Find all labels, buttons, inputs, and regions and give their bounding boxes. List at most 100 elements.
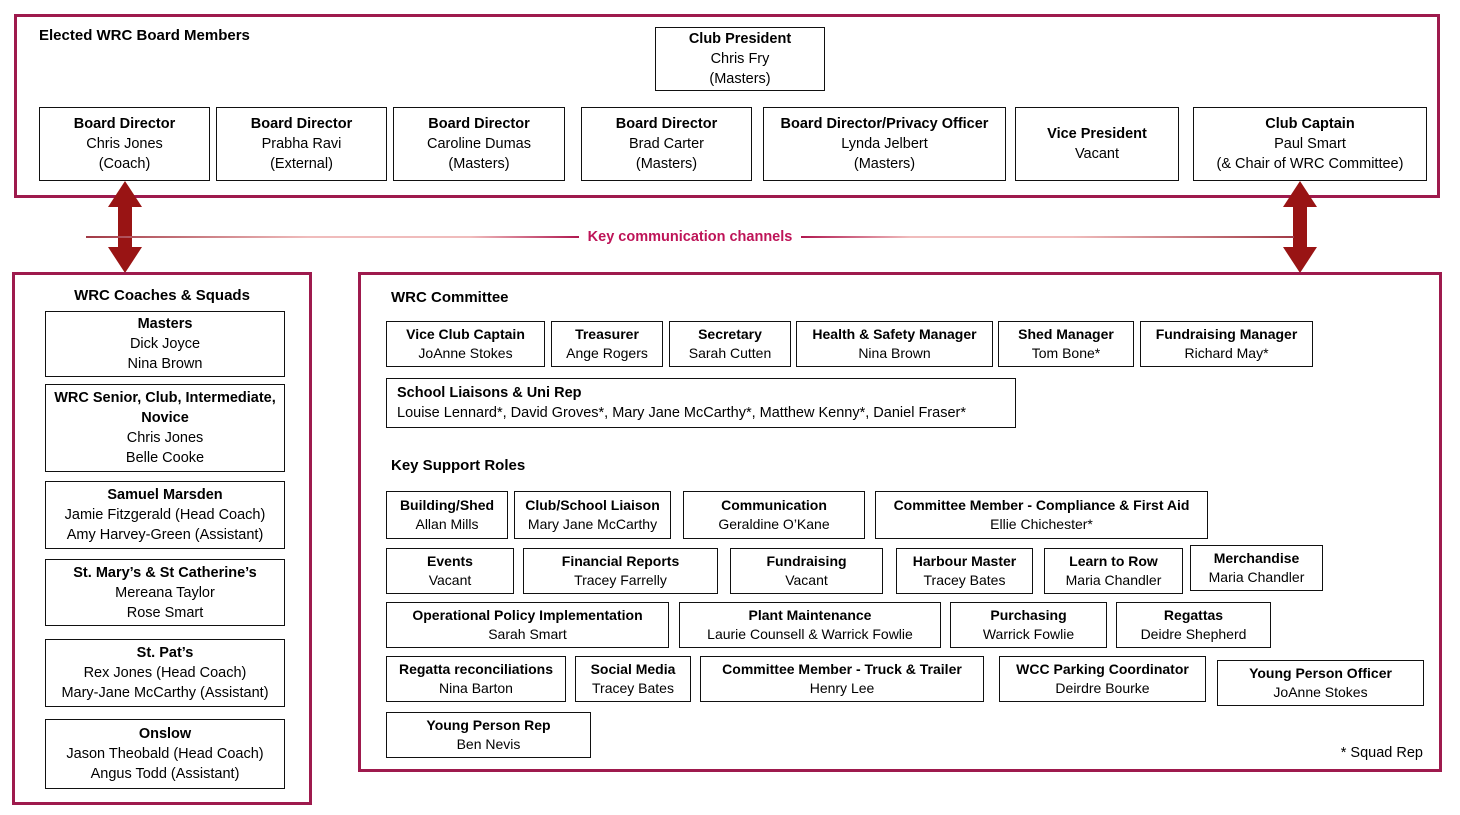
committee-section-title: WRC Committee: [391, 289, 509, 306]
role-title: WCC Parking Coordinator: [1016, 661, 1189, 677]
role-people: Nina Brown: [858, 345, 931, 361]
key-support-roles-title: Key Support Roles: [391, 457, 526, 474]
role-title: WRC Senior, Club, Intermediate, Novice: [54, 390, 276, 426]
role-people: Sarah Smart: [488, 626, 567, 642]
role-title: Treasurer: [575, 326, 639, 342]
role-people: Ben Nevis: [456, 736, 521, 752]
role-title: Plant Maintenance: [748, 607, 872, 623]
officer-vice-club-captain: Vice Club Captain JoAnne Stokes: [386, 321, 545, 367]
role-title: Fundraising: [766, 553, 847, 569]
support-operational-policy: Operational Policy Implementation Sarah …: [386, 602, 669, 648]
role-people: Ellie Chichester*: [990, 516, 1093, 532]
role-title: Club/School Liaison: [525, 497, 660, 513]
role-people: Brad Carter(Masters): [629, 136, 704, 172]
role-title: Fundraising Manager: [1155, 326, 1298, 342]
role-people: Warrick Fowlie: [982, 626, 1075, 642]
role-people: Maria Chandler: [1065, 572, 1162, 588]
role-title: Club Captain: [1265, 116, 1355, 132]
key-communication-channels: Key communication channels: [86, 228, 1295, 246]
support-truck-trailer: Committee Member - Truck & Trailer Henry…: [700, 656, 984, 702]
role-title: Vice President: [1047, 126, 1147, 142]
role-title: Club President: [688, 31, 792, 47]
role-people: Sarah Cutten: [688, 345, 772, 361]
role-people: Jason Theobald (Head Coach)Angus Todd (A…: [66, 746, 264, 782]
support-purchasing: Purchasing Warrick Fowlie: [950, 602, 1107, 648]
squad-st-pats: St. Pat’s Rex Jones (Head Coach)Mary-Jan…: [45, 639, 285, 707]
role-title: Regatta reconciliations: [398, 661, 554, 677]
squad-onslow: Onslow Jason Theobald (Head Coach)Angus …: [45, 719, 285, 789]
officer-fundraising-manager: Fundraising Manager Richard May*: [1140, 321, 1313, 367]
role-people: Chris Jones(Coach): [86, 136, 163, 172]
role-title: Vice Club Captain: [406, 326, 525, 342]
role-title: Merchandise: [1213, 550, 1300, 566]
squad-rep-footnote: * Squad Rep: [1340, 745, 1423, 761]
node-board-director-chris-jones: Board Director Chris Jones(Coach): [39, 107, 210, 181]
role-title: Committee Member - Truck & Trailer: [722, 661, 962, 677]
role-title: Health & Safety Manager: [812, 326, 977, 342]
communication-arrow-right-icon: [1283, 181, 1317, 273]
support-plant-maintenance: Plant Maintenance Laurie Counsell & Warr…: [679, 602, 941, 648]
support-merchandise: Merchandise Maria Chandler: [1190, 545, 1323, 591]
role-people: Vacant: [1074, 146, 1120, 162]
squad-st-marys-st-catherines: St. Mary’s & St Catherine’s Mereana Tayl…: [45, 559, 285, 626]
channel-line-left: [86, 236, 579, 238]
role-people: Henry Lee: [809, 680, 875, 696]
role-title: Communication: [721, 497, 827, 513]
committee-section: WRC Committee Vice Club Captain JoAnne S…: [358, 272, 1442, 772]
role-title: School Liaisons & Uni Rep: [397, 385, 582, 401]
school-liaisons-uni-rep: School Liaisons & Uni Rep Louise Lennard…: [386, 378, 1016, 428]
role-people: Ange Rogers: [566, 345, 648, 361]
support-compliance-first-aid: Committee Member - Compliance & First Ai…: [875, 491, 1208, 539]
support-regatta-reconciliations: Regatta reconciliations Nina Barton: [386, 656, 566, 702]
channel-label: Key communication channels: [587, 229, 793, 245]
coaches-section-title: WRC Coaches & Squads: [74, 287, 250, 304]
role-people: Chris Fry(Masters): [709, 51, 771, 87]
role-people: Tracey Bates: [592, 680, 674, 696]
support-young-person-officer: Young Person Officer JoAnne Stokes: [1217, 660, 1424, 706]
role-people: JoAnne Stokes: [418, 345, 513, 361]
officer-treasurer: Treasurer Ange Rogers: [551, 321, 663, 367]
board-section: Elected WRC Board Members Club President…: [14, 14, 1440, 198]
support-events: Events Vacant: [386, 548, 514, 594]
role-title: Regattas: [1163, 607, 1224, 623]
role-title: Learn to Row: [1069, 553, 1158, 569]
support-wcc-parking-coordinator: WCC Parking Coordinator Deirdre Bourke: [999, 656, 1206, 702]
role-people: Tracey Farrelly: [574, 572, 667, 588]
support-social-media: Social Media Tracey Bates: [575, 656, 691, 702]
role-people: Jamie Fitzgerald (Head Coach)Amy Harvey-…: [64, 507, 266, 543]
role-people: Deirdre Bourke: [1055, 680, 1150, 696]
role-people: Prabha Ravi(External): [261, 136, 342, 172]
role-people: Lynda Jelbert(Masters): [841, 136, 928, 172]
support-harbour-master: Harbour Master Tracey Bates: [896, 548, 1033, 594]
role-people: Tom Bone*: [1031, 345, 1101, 361]
role-title: Operational Policy Implementation: [412, 607, 643, 623]
role-title: Social Media: [590, 661, 676, 677]
role-title: Board Director: [250, 116, 353, 132]
node-board-director-caroline-dumas: Board Director Caroline Dumas(Masters): [393, 107, 565, 181]
squad-samuel-marsden: Samuel Marsden Jamie Fitzgerald (Head Co…: [45, 481, 285, 549]
role-people: JoAnne Stokes: [1273, 684, 1368, 700]
role-title: Harbour Master: [912, 553, 1017, 569]
role-people: Mary Jane McCarthy: [527, 516, 658, 532]
role-people: Paul Smart(& Chair of WRC Committee): [1216, 136, 1404, 172]
role-title: Board Director: [428, 116, 530, 132]
support-building-shed: Building/Shed Allan Mills: [386, 491, 508, 539]
node-board-director-brad-carter: Board Director Brad Carter(Masters): [581, 107, 752, 181]
role-title: St. Mary’s & St Catherine’s: [73, 564, 257, 581]
role-people: Vacant: [785, 572, 828, 588]
node-club-president: Club President Chris Fry(Masters): [655, 27, 825, 91]
role-title: Young Person Officer: [1249, 665, 1392, 681]
officer-secretary: Secretary Sarah Cutten: [669, 321, 791, 367]
node-club-captain: Club Captain Paul Smart(& Chair of WRC C…: [1193, 107, 1427, 181]
role-title: Board Director/Privacy Officer: [780, 116, 989, 132]
role-title: Board Director: [615, 116, 718, 132]
squad-wrc-senior-club-intermediate-novice: WRC Senior, Club, Intermediate, Novice C…: [45, 384, 285, 472]
role-title: Board Director: [73, 116, 176, 132]
role-title: St. Pat’s: [136, 645, 194, 661]
role-title: Secretary: [698, 326, 762, 342]
channel-line-right: [801, 236, 1295, 238]
